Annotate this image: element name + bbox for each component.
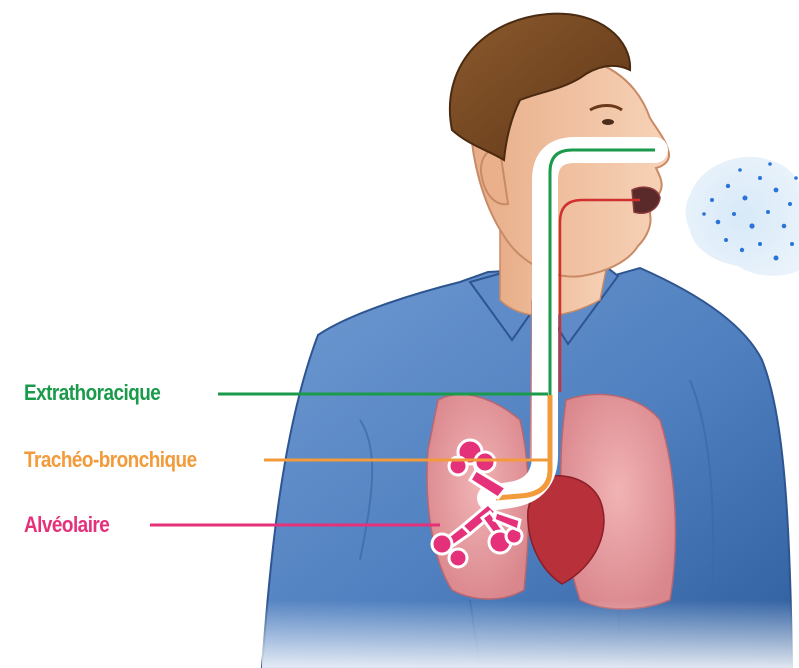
eye xyxy=(602,119,614,125)
label-extrathoracique: Extrathoracique xyxy=(24,382,160,404)
aerosol-cloud xyxy=(686,157,799,276)
label-alveolaire: Alvéolaire xyxy=(24,514,109,536)
bottom-fade xyxy=(262,600,799,668)
label-tracheo-bronchique: Trachéo-bronchique xyxy=(24,449,197,471)
